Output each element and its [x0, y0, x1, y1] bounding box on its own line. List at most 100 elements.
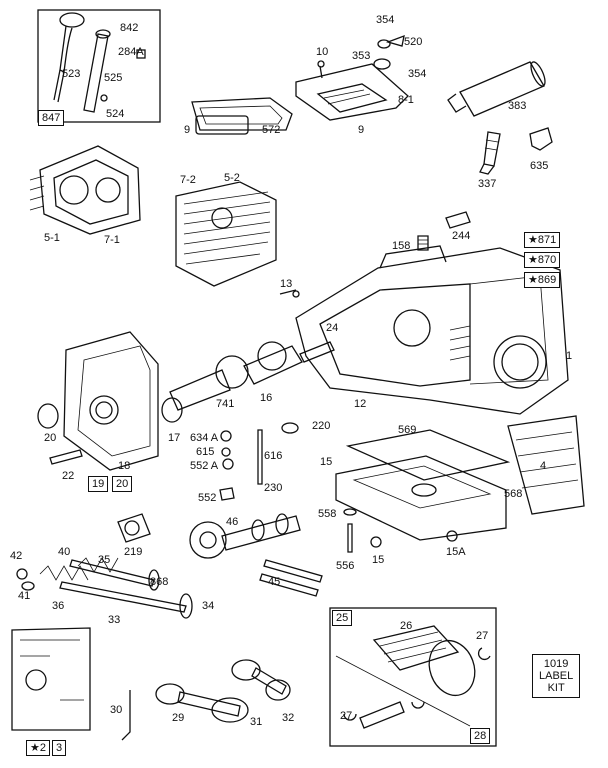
crankcase-section-drawing	[11, 627, 91, 731]
label-556: 556	[336, 560, 355, 572]
oil-fill-tube-drawing	[37, 9, 161, 123]
label-9-left: 9	[184, 124, 191, 136]
label-5-2: 5-2	[224, 172, 240, 184]
label-230: 230	[264, 482, 283, 494]
spark-plug-drawing	[479, 127, 553, 175]
label-354-mid: 354	[408, 68, 427, 80]
fitting-drawing	[417, 211, 471, 251]
label-244: 244	[452, 230, 471, 242]
sump-cover-drawing	[37, 331, 183, 471]
label-13: 13	[280, 278, 293, 290]
label-383: 383	[508, 100, 527, 112]
label-34: 34	[202, 600, 215, 612]
label-569: 569	[398, 424, 417, 436]
label-45: 45	[268, 576, 281, 588]
label-32: 32	[282, 712, 295, 724]
breather-parts-drawing	[191, 97, 293, 135]
muffler-drawing	[447, 61, 546, 117]
label-5-1: 5-1	[44, 232, 60, 244]
label-kit-box: 1019 LABEL KIT	[532, 654, 581, 698]
label-870: ★870	[524, 252, 561, 268]
label-616: 616	[264, 450, 283, 462]
label-kit-line2: LABEL	[539, 670, 574, 682]
tappets-drawing	[259, 508, 458, 597]
label-525: 525	[104, 72, 123, 84]
label-284a: 284A	[118, 46, 144, 58]
label-24: 24	[326, 322, 339, 334]
crankcase-drawing	[279, 245, 569, 415]
label-42: 42	[10, 550, 23, 562]
label-354-top: 354	[376, 14, 395, 26]
label-35: 35	[98, 554, 111, 566]
label-158: 158	[392, 240, 411, 252]
valves-drawing	[16, 557, 193, 619]
label-572: 572	[262, 124, 281, 136]
blower-housing-drawing	[507, 415, 585, 515]
governor-drawing	[117, 513, 151, 543]
label-219: 219	[124, 546, 143, 558]
label-33: 33	[108, 614, 121, 626]
label-220: 220	[312, 420, 331, 432]
label-523: 523	[62, 68, 81, 80]
label-19: 19	[88, 476, 109, 492]
label-27-left: 27	[340, 710, 353, 722]
label-18: 18	[118, 460, 131, 472]
label-842: 842	[120, 22, 139, 34]
label-25: 25	[332, 610, 353, 626]
label-46: 46	[226, 516, 239, 528]
label-520: 520	[404, 36, 423, 48]
label-40: 40	[58, 546, 71, 558]
label-4: 4	[540, 460, 547, 472]
label-12: 12	[354, 398, 367, 410]
label-868: 868	[150, 576, 169, 588]
label-20-box: 20	[112, 476, 133, 492]
label-847: 847	[38, 110, 65, 126]
label-26: 26	[400, 620, 413, 632]
label-558: 558	[318, 508, 337, 520]
label-9-right: 9	[358, 124, 365, 136]
oil-base-drawing	[335, 429, 511, 541]
camshaft-drawing	[189, 513, 301, 559]
label-15a: 15A	[446, 546, 466, 558]
label-524: 524	[106, 108, 125, 120]
label-20: 20	[44, 432, 57, 444]
label-552: 552	[198, 492, 217, 504]
crankshaft-drawing	[169, 341, 335, 411]
label-41: 41	[18, 590, 31, 602]
label-31: 31	[250, 716, 263, 728]
label-15-mid: 15	[372, 554, 385, 566]
connecting-rods-drawing	[121, 659, 291, 741]
label-635: 635	[530, 160, 549, 172]
label-27-right: 27	[476, 630, 489, 642]
label-3: 3	[52, 740, 67, 756]
label-28: 28	[470, 728, 491, 744]
label-22: 22	[62, 470, 75, 482]
piston-inset-drawing	[329, 607, 497, 747]
label-29: 29	[172, 712, 185, 724]
label-353: 353	[352, 50, 371, 62]
label-2: ★2	[26, 740, 50, 756]
label-16: 16	[260, 392, 273, 404]
cylinder-head-gasket-drawing	[29, 145, 141, 235]
label-10: 10	[316, 46, 329, 58]
label-869: ★869	[524, 272, 561, 288]
label-337: 337	[478, 178, 497, 190]
label-7-2: 7-2	[180, 174, 196, 186]
label-15-top: 15	[320, 456, 333, 468]
label-1: 1	[566, 350, 573, 362]
governor-parts-drawing	[219, 422, 299, 501]
label-30: 30	[110, 704, 123, 716]
label-568: 568	[504, 488, 523, 500]
label-741: 741	[216, 398, 235, 410]
label-871: ★871	[524, 232, 561, 248]
label-615: 615	[196, 446, 215, 458]
label-634a: 634 A	[190, 432, 219, 444]
label-kit-line1: 1019	[543, 658, 569, 670]
label-8-1: 8-1	[398, 94, 414, 106]
label-7-1: 7-1	[104, 234, 120, 246]
label-36: 36	[52, 600, 65, 612]
label-kit-line3: KIT	[547, 682, 565, 694]
air-cleaner-base-drawing	[295, 34, 409, 121]
